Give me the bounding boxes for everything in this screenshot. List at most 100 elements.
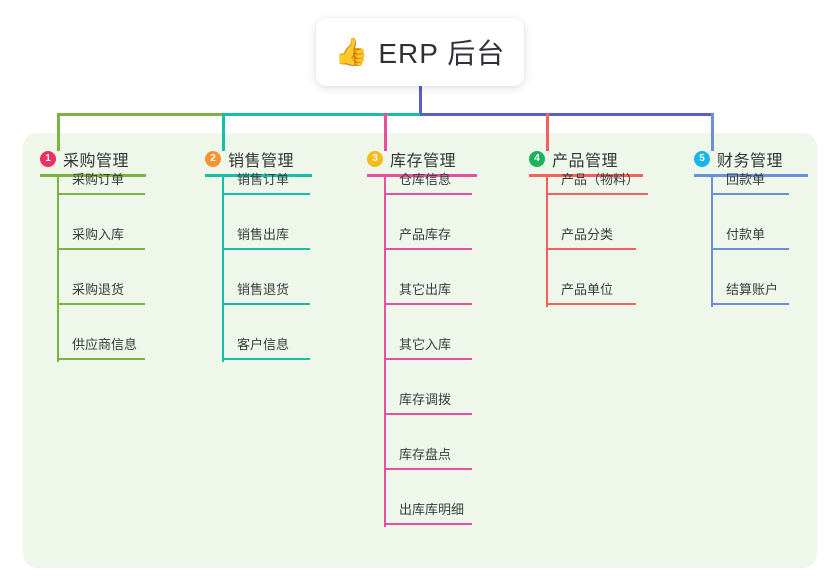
column-index-badge: 1 — [40, 151, 56, 167]
module-item-label: 采购退货 — [72, 282, 125, 297]
column-header-rule — [694, 174, 808, 177]
module-item-rule — [711, 248, 789, 250]
column-title: 采购管理 — [63, 153, 130, 170]
module-item[interactable]: 付款单 — [711, 220, 789, 250]
column-header-rule — [40, 174, 146, 177]
column-drop-line-3 — [384, 113, 387, 151]
module-item-rule — [384, 193, 472, 195]
module-item[interactable]: 产品（物料） — [546, 165, 648, 195]
column-title: 财务管理 — [717, 153, 784, 170]
module-item-rule — [57, 358, 145, 360]
module-item-rule — [57, 248, 145, 250]
column-header-rule — [205, 174, 312, 177]
column-index-badge: 3 — [367, 151, 383, 167]
page-title: ERP 后台 — [378, 38, 506, 69]
module-item[interactable]: 供应商信息 — [57, 330, 145, 360]
module-item[interactable]: 产品单位 — [546, 275, 636, 305]
module-item-rule — [546, 248, 636, 250]
column-spine — [384, 177, 386, 527]
module-item-label: 产品分类 — [561, 227, 614, 242]
module-item-label: 付款单 — [726, 227, 766, 242]
module-item[interactable]: 库存盘点 — [384, 440, 472, 470]
column-header-4[interactable]: 4 产品管理 — [529, 147, 618, 171]
module-item-rule — [222, 358, 310, 360]
module-item[interactable]: 采购入库 — [57, 220, 145, 250]
module-item-label: 销售退货 — [237, 282, 290, 297]
module-item-rule — [384, 413, 472, 415]
column-spine — [222, 177, 224, 362]
module-item[interactable]: 仓库信息 — [384, 165, 472, 195]
column-index-badge: 2 — [205, 151, 221, 167]
column-drop-line-5 — [711, 113, 714, 151]
module-item[interactable]: 库存调拨 — [384, 385, 472, 415]
module-item-label: 产品单位 — [561, 282, 614, 297]
column-drop-line-4 — [546, 113, 549, 151]
module-item[interactable]: 采购退货 — [57, 275, 145, 305]
column-drop-line-2 — [222, 113, 225, 151]
module-item[interactable]: 其它出库 — [384, 275, 472, 305]
module-item[interactable]: 销售出库 — [222, 220, 310, 250]
column-header-3[interactable]: 3 库存管理 — [367, 147, 456, 171]
bus-segment-1 — [57, 113, 222, 116]
column-header-rule — [529, 174, 643, 177]
column-header-rule — [367, 174, 477, 177]
root-node-card[interactable]: 👍 ERP 后台 — [316, 18, 524, 86]
column-index-badge: 4 — [529, 151, 545, 167]
module-item-label: 其它出库 — [399, 282, 452, 297]
column-title: 库存管理 — [390, 153, 457, 170]
module-item-label: 库存盘点 — [399, 447, 452, 462]
module-item-rule — [384, 358, 472, 360]
column-spine — [711, 177, 713, 307]
module-item-rule — [384, 248, 472, 250]
bus-segment-right — [420, 113, 713, 116]
modules-panel — [23, 133, 817, 568]
module-item-rule — [546, 193, 648, 195]
module-item[interactable]: 销售订单 — [222, 165, 310, 195]
module-item-rule — [222, 193, 310, 195]
module-item-label: 采购订单 — [72, 172, 125, 187]
module-item-label: 库存调拨 — [399, 392, 452, 407]
column-header-5[interactable]: 5 财务管理 — [694, 147, 783, 171]
module-item-label: 仓库信息 — [399, 172, 452, 187]
module-item[interactable]: 出库库明细 — [384, 495, 472, 525]
module-item[interactable]: 采购订单 — [57, 165, 145, 195]
column-spine — [57, 177, 59, 362]
module-item-rule — [384, 468, 472, 470]
module-item[interactable]: 产品分类 — [546, 220, 636, 250]
module-item-rule — [222, 248, 310, 250]
module-item-label: 销售出库 — [237, 227, 290, 242]
column-header-1[interactable]: 1 采购管理 — [40, 147, 129, 171]
module-item-rule — [711, 193, 789, 195]
column-index-badge: 5 — [694, 151, 710, 167]
module-item-label: 供应商信息 — [72, 337, 138, 352]
module-item[interactable]: 销售退货 — [222, 275, 310, 305]
module-item[interactable]: 产品库存 — [384, 220, 472, 250]
bus-segment-2 — [222, 113, 420, 116]
module-item-label: 出库库明细 — [399, 502, 465, 517]
module-item[interactable]: 结算账户 — [711, 275, 789, 305]
module-item-label: 其它入库 — [399, 337, 452, 352]
module-item[interactable]: 其它入库 — [384, 330, 472, 360]
module-item-label: 采购入库 — [72, 227, 125, 242]
module-item-rule — [711, 303, 789, 305]
module-item-rule — [384, 523, 472, 525]
module-item-label: 产品（物料） — [561, 172, 640, 187]
column-spine — [546, 177, 548, 307]
root-drop-line — [419, 86, 422, 116]
column-title: 销售管理 — [228, 153, 295, 170]
column-header-2[interactable]: 2 销售管理 — [205, 147, 294, 171]
module-item-rule — [57, 303, 145, 305]
module-item-label: 回款单 — [726, 172, 766, 187]
column-title: 产品管理 — [552, 153, 619, 170]
module-item-label: 销售订单 — [237, 172, 290, 187]
module-item[interactable]: 回款单 — [711, 165, 789, 195]
module-item-label: 结算账户 — [726, 282, 779, 297]
module-item-rule — [546, 303, 636, 305]
module-item-label: 产品库存 — [399, 227, 452, 242]
module-item[interactable]: 客户信息 — [222, 330, 310, 360]
column-drop-line-1 — [57, 113, 60, 151]
module-item-rule — [384, 303, 472, 305]
thumbs-up-emoji: 👍 — [334, 36, 369, 67]
module-item-rule — [222, 303, 310, 305]
